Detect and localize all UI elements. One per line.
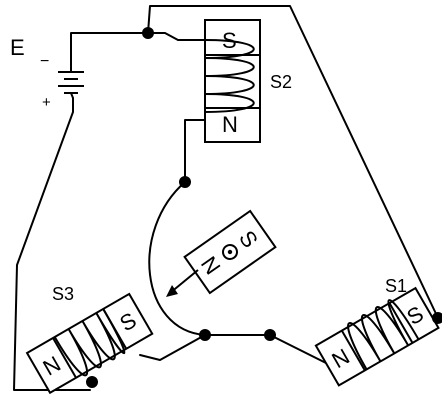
s3-divider-left bbox=[52, 337, 77, 379]
junction-nodes bbox=[86, 27, 442, 388]
s2-label: S2 bbox=[270, 72, 292, 92]
s2-pole-top: S bbox=[222, 28, 237, 53]
battery-label: E bbox=[10, 35, 25, 60]
s1-divider-left bbox=[340, 330, 366, 371]
electromagnet-s2: S N S2 bbox=[204, 19, 292, 143]
electromagnet-s3: N S bbox=[25, 292, 154, 395]
wire-s2-bottom-to-node bbox=[184, 119, 206, 183]
rotor-axis-dot bbox=[227, 249, 233, 255]
wire-junction-to-s2-coil-top bbox=[147, 32, 206, 41]
junction-node-top bbox=[142, 27, 154, 39]
junction-node-bottom bbox=[86, 376, 98, 388]
s3-label: S3 bbox=[52, 284, 74, 304]
rotation-arrow bbox=[166, 269, 199, 297]
s2-pole-bottom: N bbox=[222, 112, 238, 137]
wire-battery-pos-to-s3-bottom bbox=[13, 97, 91, 391]
wire-center-to-s3 bbox=[139, 334, 206, 361]
rotor: N S bbox=[183, 209, 277, 295]
battery-negative-sign: − bbox=[40, 53, 49, 70]
junction-node-center bbox=[199, 329, 211, 341]
junction-node-right bbox=[264, 329, 276, 341]
junction-node-s1 bbox=[432, 312, 442, 324]
wire-arc-around-rotor bbox=[148, 181, 206, 336]
s3-coil bbox=[53, 308, 126, 377]
electromagnet-s1: N S bbox=[314, 286, 440, 387]
battery: E − + bbox=[10, 35, 84, 111]
battery-positive-sign: + bbox=[42, 94, 51, 111]
s1-label: S1 bbox=[385, 276, 407, 296]
s1-coil bbox=[347, 299, 420, 370]
wire-battery-neg-to-junction bbox=[70, 32, 149, 71]
rotation-arrow-head bbox=[166, 285, 178, 297]
s2-coil bbox=[204, 39, 255, 120]
wires bbox=[13, 5, 439, 391]
s1-core bbox=[314, 286, 440, 387]
wire-junction-over-top-to-s1 bbox=[147, 5, 439, 319]
s1-divider-right bbox=[388, 302, 414, 344]
junction-node-left bbox=[179, 176, 191, 188]
